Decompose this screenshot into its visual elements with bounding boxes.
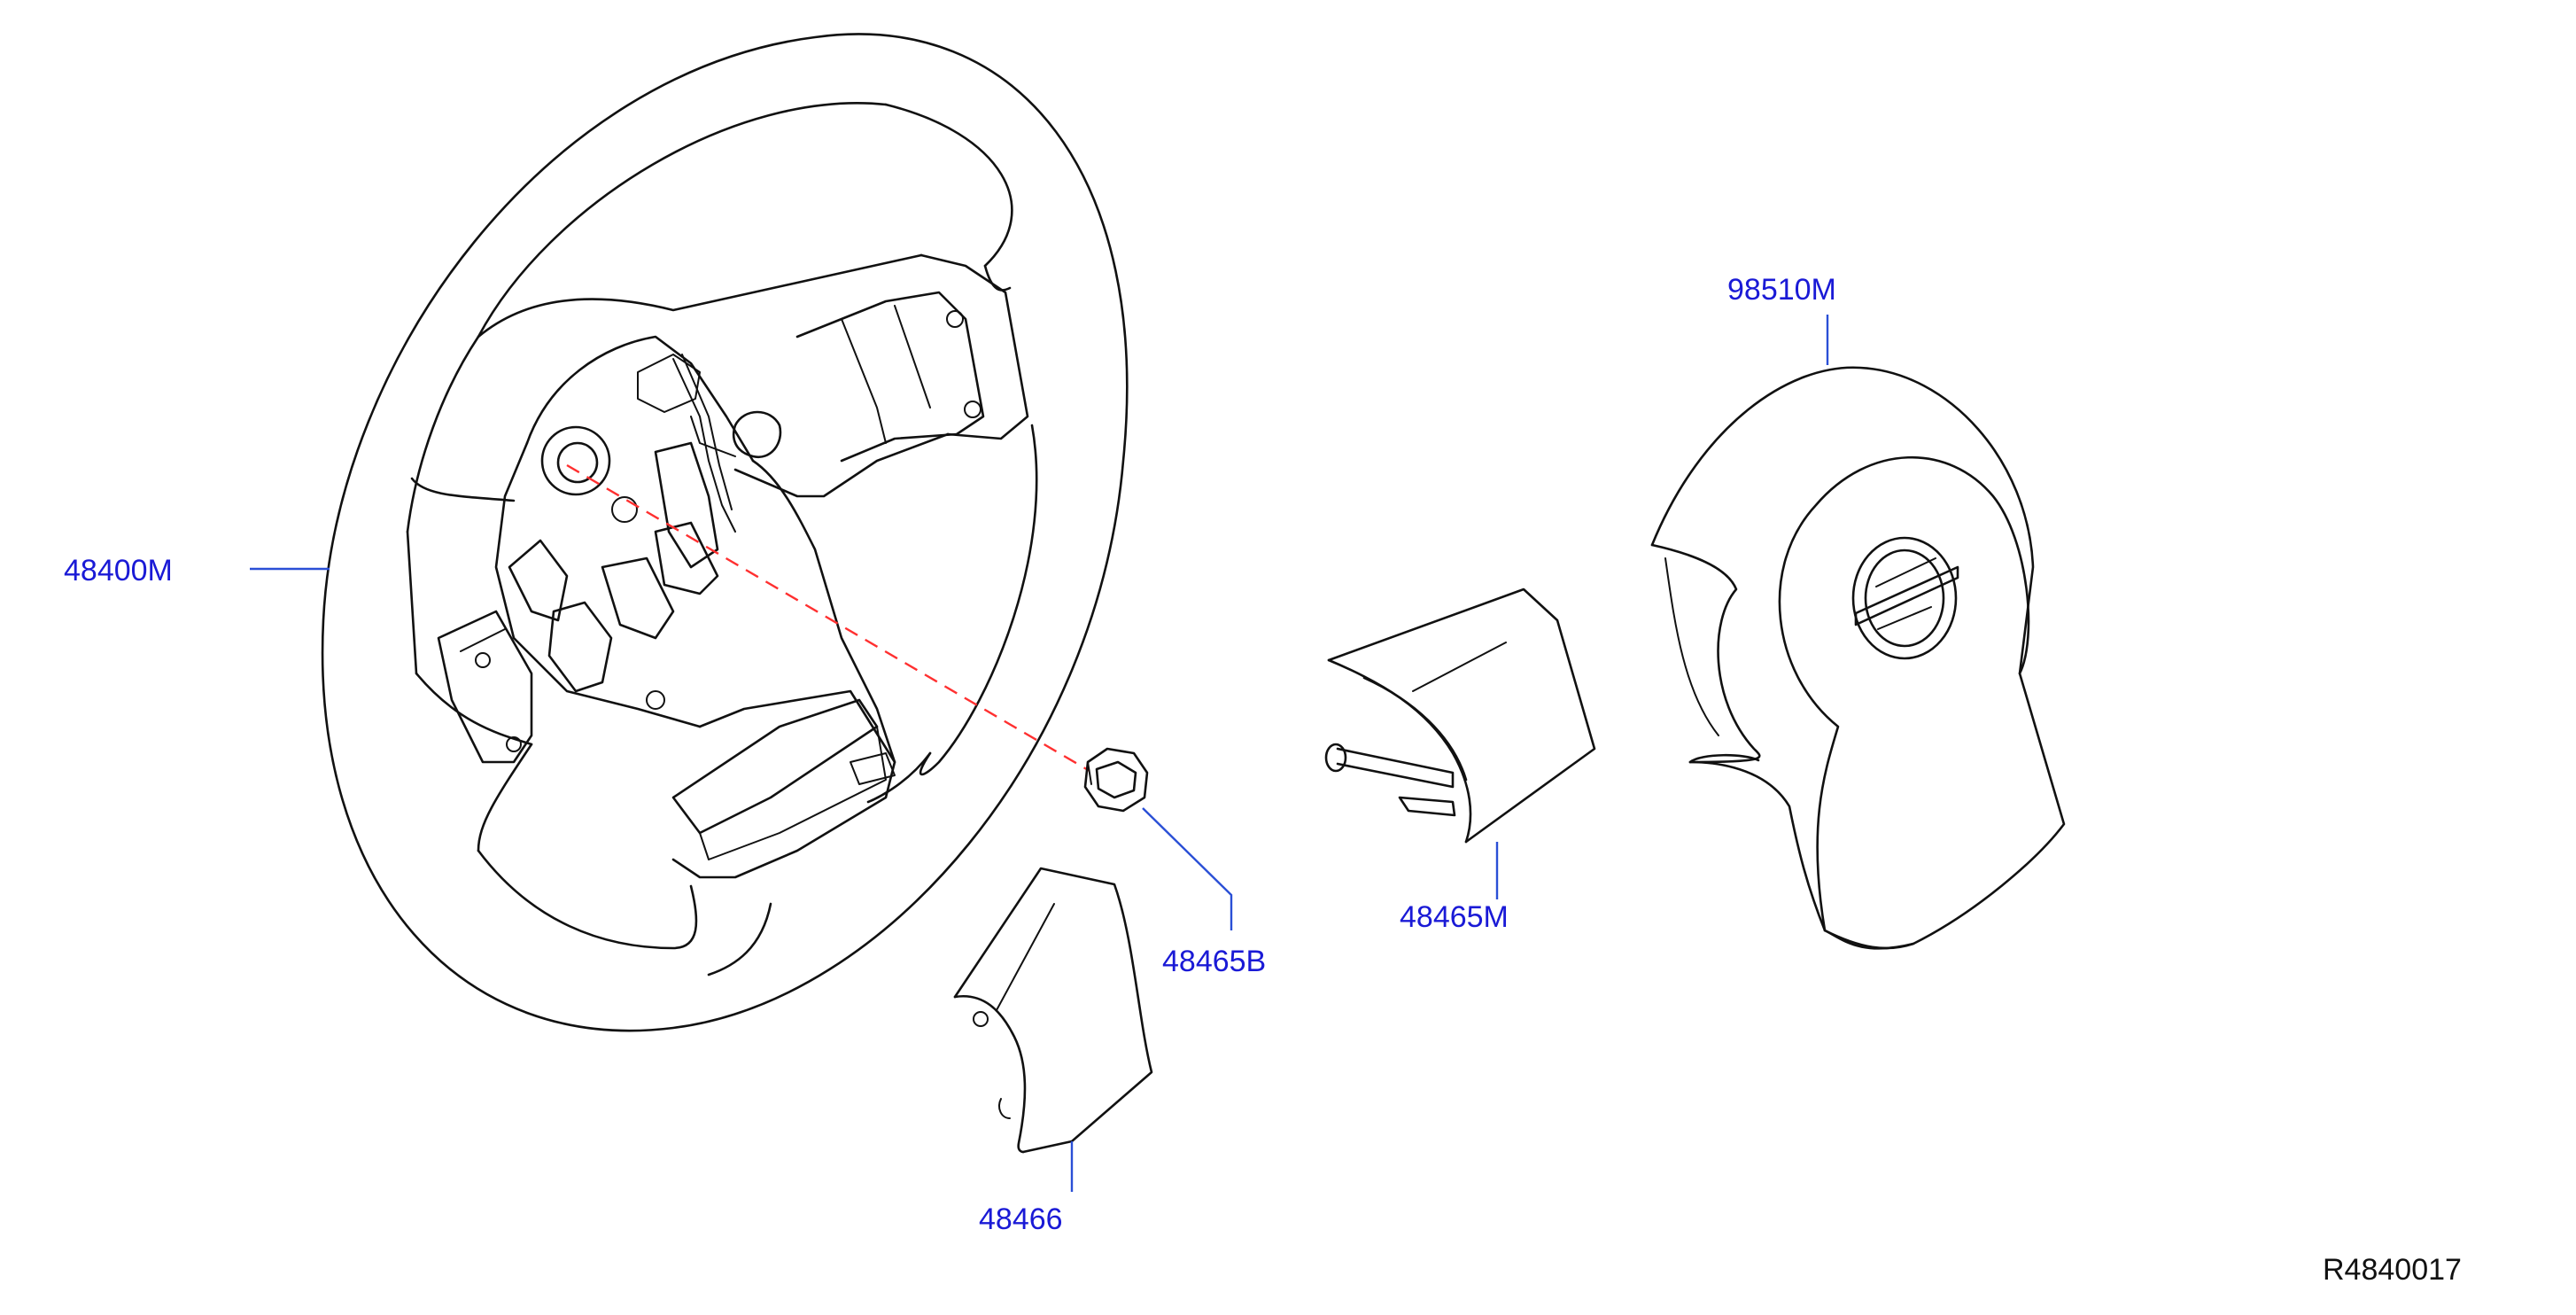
steering-wheel-drawing[interactable] (321, 33, 1129, 1032)
nut-drawing[interactable] (1083, 747, 1149, 813)
lower-finisher-left-drawing[interactable] (953, 867, 1153, 1154)
part-label-48466[interactable]: 48466 (979, 1202, 1063, 1236)
part-label-48465B[interactable]: 48465B (1162, 945, 1266, 978)
lower-finisher-right-drawing[interactable] (1324, 587, 1596, 844)
drawing-id: R4840017 (2323, 1253, 2462, 1287)
part-label-98510M[interactable]: 98510M (1727, 273, 1836, 307)
part-label-48465M[interactable]: 48465M (1400, 900, 1509, 934)
leader-lines (250, 315, 1829, 1192)
airbag-module-drawing[interactable] (1650, 366, 2066, 950)
center-axis-line (566, 463, 1090, 773)
part-label-48400M[interactable]: 48400M (64, 554, 173, 587)
